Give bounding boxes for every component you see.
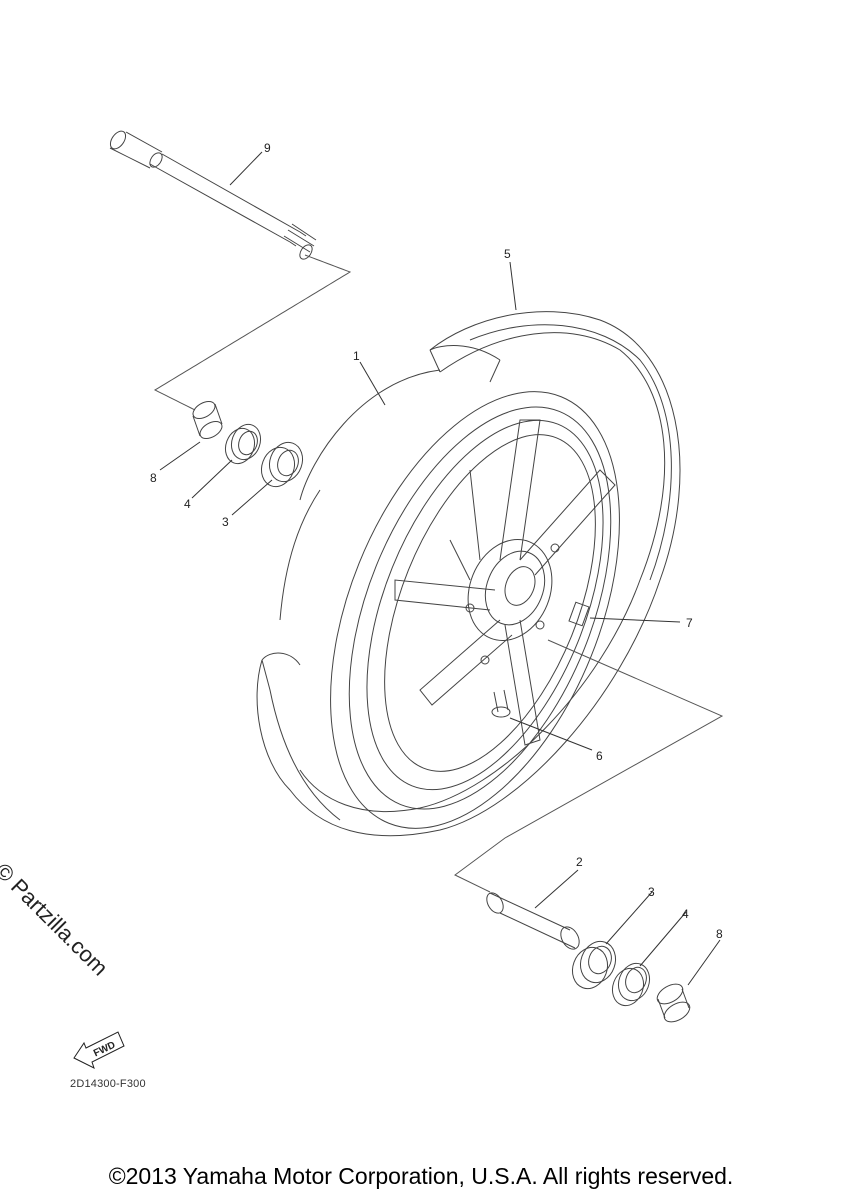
axle [109, 130, 317, 260]
spacer [486, 892, 580, 950]
valve [491, 689, 511, 718]
callout-7: 7 [686, 616, 693, 630]
leader-lines [159, 151, 721, 986]
callout-8-right: 8 [716, 927, 723, 941]
callout-3-right: 3 [648, 885, 655, 899]
callout-4: 4 [184, 497, 191, 511]
axle-alignment-line [153, 254, 352, 411]
tire [256, 311, 681, 837]
callout-8: 8 [150, 471, 157, 485]
collar-right [656, 983, 691, 1023]
oil-seal-right [611, 962, 651, 1007]
callout-6: 6 [596, 749, 603, 763]
rim [279, 369, 620, 829]
bearing-right [571, 940, 617, 990]
callout-5: 5 [504, 247, 511, 261]
hub-alignment-line [454, 639, 724, 893]
balance-weight [568, 601, 590, 627]
callout-2: 2 [576, 855, 583, 869]
copyright-notice: ©2013 Yamaha Motor Corporation, U.S.A. A… [108, 1163, 734, 1189]
fwd-arrow-icon [73, 1031, 125, 1069]
callout-4-right: 4 [682, 907, 689, 921]
callout-1: 1 [353, 349, 360, 363]
callout-3: 3 [222, 515, 229, 529]
oil-seal-left [224, 423, 262, 465]
part-code: 2D14300-F300 [70, 1078, 146, 1090]
callout-9: 9 [264, 141, 271, 155]
spokes [394, 419, 616, 746]
hub [465, 539, 560, 665]
bearing-left [260, 441, 304, 488]
collar-left [192, 400, 223, 440]
